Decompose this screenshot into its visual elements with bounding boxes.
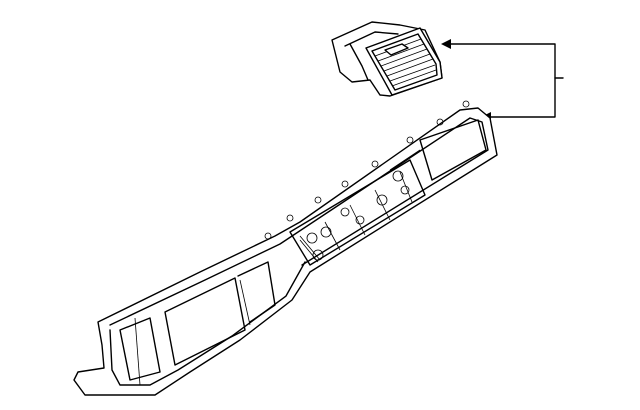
arrow-head-icon xyxy=(441,39,451,49)
vent-louvers xyxy=(374,38,437,87)
top-edge-clips xyxy=(264,100,470,240)
air-vent xyxy=(331,21,443,97)
instrument-panel-trim xyxy=(73,100,498,396)
mounting-holes xyxy=(306,170,410,261)
callout-bracket xyxy=(441,39,564,122)
